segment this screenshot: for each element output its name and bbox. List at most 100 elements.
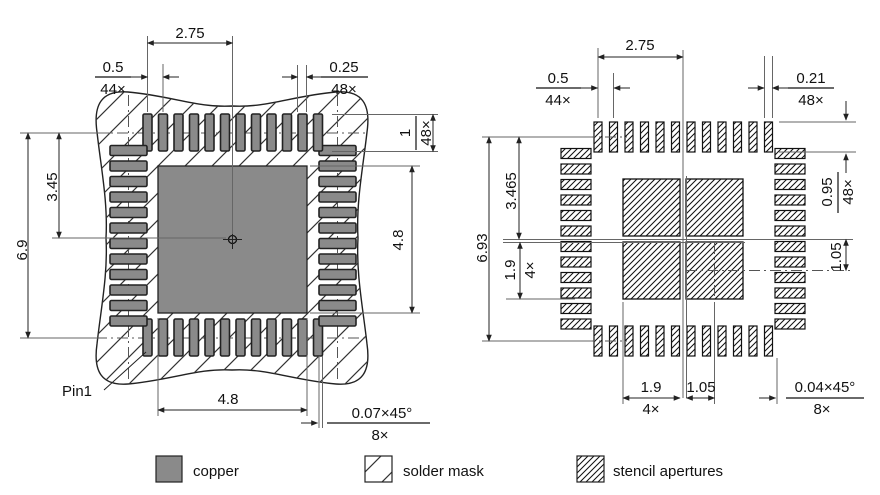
copper-pad-right xyxy=(318,191,357,203)
aperture-right xyxy=(774,178,806,191)
copper-pad-left xyxy=(109,206,148,219)
dim-right-center-to-row: 3.465 xyxy=(503,172,520,210)
aperture-right xyxy=(774,194,806,206)
pin1-label: Pin1 xyxy=(62,383,92,400)
dim-left-copper-height: 4.8 xyxy=(390,230,407,251)
copper-pad-bottom xyxy=(235,318,246,357)
legend-copper-label: copper xyxy=(193,463,239,480)
dim-left-copper-width: 4.8 xyxy=(218,391,239,408)
dim-left-row-to-row: 6.9 xyxy=(14,240,31,261)
copper-pad-left xyxy=(109,268,148,281)
aperture-left xyxy=(560,163,592,175)
right-figure-stencil-view: 2.75 0.5 44× 0.21 48× 3.465 6.93 1.9 4× … xyxy=(474,37,864,418)
dim-left-pitch: 0.5 xyxy=(103,59,124,76)
dim-left-center-to-row: 3.45 xyxy=(44,172,61,201)
legend-stencil-swatch xyxy=(576,455,605,483)
aperture-left xyxy=(560,302,592,315)
aperture-left xyxy=(560,147,592,160)
aperture-top xyxy=(624,121,634,153)
copper-pads xyxy=(109,113,357,357)
dim-right-thermal-offset-v: 1.05 xyxy=(828,242,845,271)
copper-pad-top xyxy=(204,113,215,152)
copper-pad-bottom xyxy=(297,318,308,357)
dim-right-row-to-row: 6.93 xyxy=(474,233,491,262)
aperture-left xyxy=(560,287,592,299)
aperture-right xyxy=(774,302,806,315)
aperture-right xyxy=(774,147,806,160)
dim-right-thermal-size-v: 1.9 xyxy=(502,260,519,281)
aperture-top xyxy=(655,121,665,153)
aperture-left xyxy=(560,318,592,330)
copper-pad-bottom xyxy=(250,318,262,357)
aperture-left xyxy=(560,194,592,206)
aperture-left xyxy=(560,225,592,237)
legend-solder-mask-swatch xyxy=(364,455,393,483)
aperture-bottom xyxy=(701,325,712,357)
copper-pad-left xyxy=(109,315,148,327)
dim-left-pad-length-count: 48× xyxy=(418,120,435,145)
aperture-left xyxy=(560,178,592,191)
legend-solder-mask-label: solder mask xyxy=(403,463,484,480)
aperture-top xyxy=(748,121,758,153)
aperture-left xyxy=(560,256,592,268)
copper-pad-top xyxy=(297,113,308,152)
dim-left-pitch-count: 44× xyxy=(100,81,125,98)
aperture-right xyxy=(774,287,806,299)
dim-left-chamfer: 0.07×45° xyxy=(352,405,413,422)
copper-pad-bottom xyxy=(266,318,277,357)
aperture-top xyxy=(717,121,727,153)
aperture-top xyxy=(639,121,650,153)
copper-pad-left xyxy=(109,253,148,265)
aperture-top xyxy=(732,121,743,153)
legend: copper solder mask stencil apertures xyxy=(155,455,723,483)
copper-pad-right xyxy=(318,268,357,281)
dim-right-chamfer: 0.04×45° xyxy=(795,379,856,396)
copper-pad-top xyxy=(266,113,277,152)
legend-stencil-label: stencil apertures xyxy=(613,463,723,480)
aperture-bottom xyxy=(670,325,681,357)
copper-pad-right xyxy=(318,144,357,157)
dim-right-pitch-count: 44× xyxy=(545,92,570,109)
copper-pad-top xyxy=(235,113,246,152)
copper-pad-top xyxy=(157,113,169,152)
copper-pad-right xyxy=(318,206,357,219)
aperture-bottom xyxy=(655,325,665,357)
dim-left-chamfer-count: 8× xyxy=(371,427,388,444)
copper-pad-top xyxy=(250,113,262,152)
copper-pad-top xyxy=(188,113,200,152)
copper-pad-top xyxy=(312,113,324,152)
copper-pad-left xyxy=(109,237,148,250)
dim-right-thermal-size-h-count: 4× xyxy=(642,401,659,418)
aperture-bottom xyxy=(763,325,774,357)
dim-left-pad-width: 0.25 xyxy=(329,59,358,76)
copper-pad-left xyxy=(109,222,148,234)
copper-pad-left xyxy=(109,175,148,188)
aperture-bottom xyxy=(717,325,727,357)
dim-left-row-span: 2.75 xyxy=(175,25,204,42)
copper-pad-left xyxy=(109,160,148,172)
aperture-left xyxy=(560,271,592,284)
aperture-bottom xyxy=(624,325,634,357)
aperture-bottom xyxy=(686,325,696,357)
copper-pad-right xyxy=(318,175,357,188)
aperture-right xyxy=(774,240,806,253)
copper-pad-bottom xyxy=(188,318,200,357)
aperture-top xyxy=(701,121,712,153)
copper-pad-right xyxy=(318,284,357,296)
dim-right-thermal-size-v-count: 4× xyxy=(522,261,539,278)
dim-right-pitch: 0.5 xyxy=(548,70,569,87)
copper-pad-bottom xyxy=(204,318,215,357)
copper-pad-bottom xyxy=(157,318,169,357)
dim-right-aperture-length-count: 48× xyxy=(840,179,857,204)
aperture-right xyxy=(774,225,806,237)
copper-pad-right xyxy=(318,253,357,265)
dim-right-thermal-offset-h: 1.05 xyxy=(686,379,715,396)
copper-pad-right xyxy=(318,237,357,250)
aperture-left xyxy=(560,240,592,253)
aperture-right xyxy=(774,163,806,175)
copper-pad-left xyxy=(109,299,148,312)
copper-pad-bottom xyxy=(219,318,231,357)
pin1-leader-line xyxy=(103,351,147,391)
